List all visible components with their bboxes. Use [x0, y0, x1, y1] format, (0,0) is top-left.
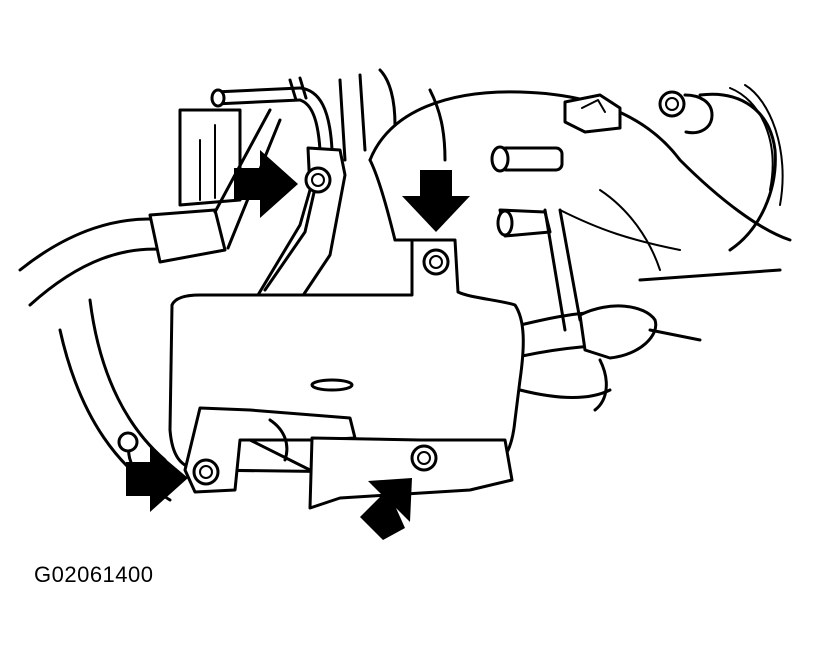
figure-code: G02061400 — [34, 562, 154, 587]
bolt-lower-right — [410, 444, 438, 472]
arrow-lower-right-bolt — [360, 478, 412, 540]
arrow-lower-left-bolt — [126, 446, 188, 512]
connector-top — [563, 93, 622, 134]
bolt-upper-left — [304, 166, 332, 194]
bolt-upper-right — [422, 248, 450, 276]
nut-top-right — [658, 90, 686, 118]
bolt-lower-left — [192, 458, 220, 486]
lower-bracket — [183, 406, 514, 510]
engine-background-lines — [18, 68, 792, 502]
arrow-upper-left-bolt — [234, 150, 298, 218]
arrow-upper-right-bolt — [402, 170, 470, 232]
slot-hole — [310, 378, 354, 392]
callout-arrows — [126, 150, 470, 540]
